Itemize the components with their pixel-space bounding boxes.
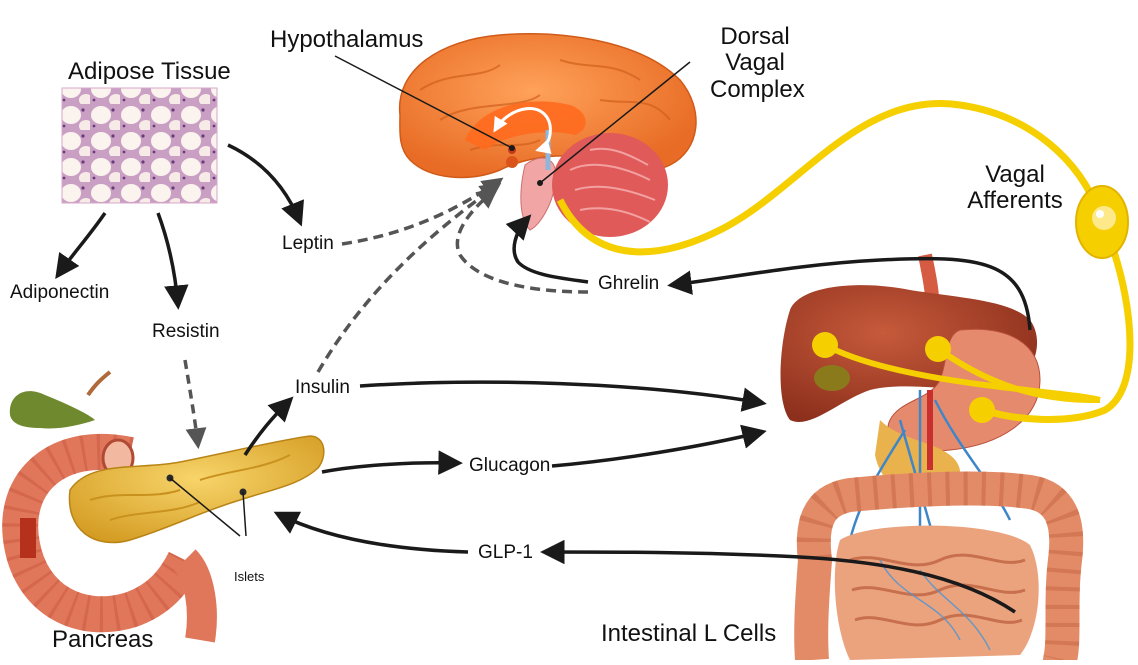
label-insulin: Insulin — [295, 378, 350, 397]
label-dorsal-vagal-complex-line2: Vagal — [690, 50, 800, 76]
label-vagal-afferents: Vagal Afferents — [965, 162, 1065, 215]
label-dorsal-vagal-complex-line1: Dorsal — [690, 24, 800, 50]
label-dorsal-vagal-complex: Dorsal Vagal Complex — [690, 24, 800, 103]
arrow-leptin-to-brain — [342, 180, 500, 244]
label-adiponectin: Adiponectin — [10, 283, 109, 302]
adipose-tissue-image — [62, 88, 217, 203]
arrow-adipose-to-adiponectin — [58, 213, 105, 275]
label-vagal-afferents-line2: Afferents — [965, 188, 1065, 214]
label-islets: Islets — [234, 570, 264, 583]
brain-illustration — [400, 34, 696, 237]
arrow-glp1-to-pancreas — [278, 514, 468, 552]
arrow-insulin-to-organs — [360, 382, 762, 403]
label-resistin: Resistin — [152, 322, 220, 341]
label-pancreas: Pancreas — [52, 628, 153, 652]
arrow-adipose-to-resistin — [158, 213, 178, 305]
label-hypothalamus: Hypothalamus — [270, 28, 423, 52]
label-adipose-tissue: Adipose Tissue — [68, 60, 231, 84]
label-intestinal-l-cells: Intestinal L Cells — [601, 622, 776, 646]
label-vagal-afferents-line1: Vagal — [965, 162, 1065, 188]
arrow-resistin-to-pancreas — [185, 360, 198, 445]
label-glp1: GLP-1 — [478, 543, 533, 562]
label-leptin: Leptin — [282, 234, 334, 253]
label-ghrelin: Ghrelin — [598, 274, 659, 293]
arrow-adipose-to-leptin — [228, 145, 300, 222]
arrow-glucagon-to-organs — [552, 432, 762, 466]
label-dorsal-vagal-complex-line3: Complex — [690, 77, 800, 103]
arrow-pancreas-to-glucagon — [322, 463, 458, 472]
abdominal-organs-illustration — [781, 255, 1067, 660]
label-glucagon: Glucagon — [469, 456, 550, 475]
